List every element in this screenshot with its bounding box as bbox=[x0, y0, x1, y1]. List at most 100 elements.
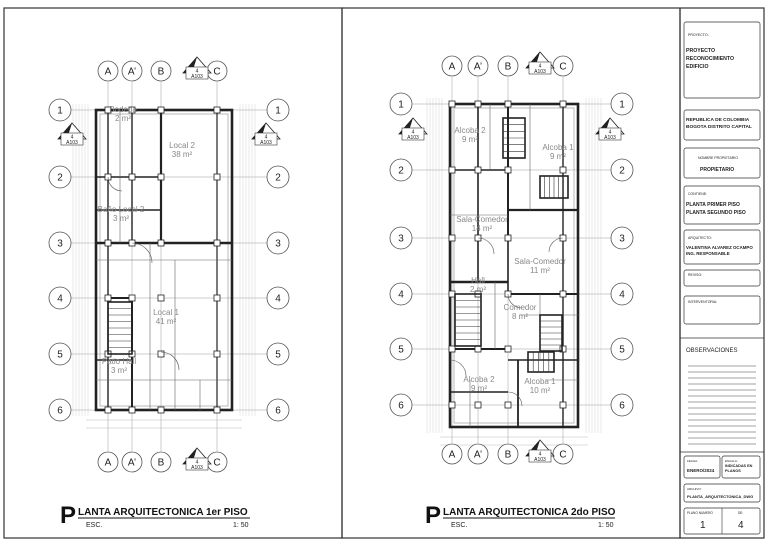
grid-bubble-column: A bbox=[97, 60, 119, 82]
sheet-value: 1 bbox=[700, 520, 706, 531]
grid-bubble-circle bbox=[441, 55, 463, 77]
project-box bbox=[683, 21, 761, 99]
grid-bubble-circle bbox=[121, 60, 143, 82]
content-value: PLANTA PRIMER PISO bbox=[686, 202, 740, 208]
room-area: 14 m² bbox=[472, 224, 493, 233]
structural-column bbox=[448, 234, 456, 242]
grid-bubble-label: 2 bbox=[619, 166, 625, 177]
grid-bubble-label: B bbox=[505, 62, 512, 73]
plan-title-initial: P bbox=[425, 502, 441, 529]
sheet-label: PLANO NUMERO bbox=[687, 511, 713, 515]
room-name: Alcoba 2 bbox=[454, 126, 486, 135]
grid-bubble-column: A bbox=[441, 55, 463, 77]
title-block: PROYECTO:PROYECTORECONOCIMIENTOEDIFICIOR… bbox=[680, 21, 764, 535]
content-box bbox=[683, 185, 761, 225]
structural-column bbox=[474, 401, 482, 409]
grid-bubble-circle bbox=[610, 337, 634, 361]
interventor-label: INTERVENTORIA: bbox=[688, 300, 717, 304]
section-marker-box bbox=[528, 449, 552, 463]
interventor-box bbox=[683, 295, 761, 325]
grid-bubble-label: B bbox=[158, 458, 165, 469]
structural-column bbox=[559, 166, 567, 174]
structural-column bbox=[504, 345, 512, 353]
structural-column bbox=[157, 239, 165, 247]
panel-left-border bbox=[3, 7, 343, 539]
structural-column bbox=[448, 100, 456, 108]
grid-bubble-label: 4 bbox=[57, 294, 63, 305]
grid-bubble-circle bbox=[389, 226, 413, 250]
grid-bubble-row: 1 bbox=[389, 92, 413, 116]
door-swing bbox=[449, 359, 467, 377]
grid-bubble-row: 5 bbox=[389, 337, 413, 361]
room-name: Alcoba 1 bbox=[524, 377, 556, 386]
door-swing bbox=[548, 237, 564, 253]
room-area: 8 m² bbox=[512, 312, 528, 321]
scale-box bbox=[721, 455, 761, 479]
grid-bubble-row: 1 bbox=[610, 92, 634, 116]
grid-bubble-column: A’ bbox=[121, 451, 143, 473]
structural-column bbox=[474, 345, 482, 353]
grid-bubble-label: 6 bbox=[398, 401, 404, 412]
structural-column bbox=[104, 406, 112, 414]
date-label: FECHA: bbox=[687, 459, 698, 463]
scale-value: PLANOS bbox=[725, 469, 741, 473]
architect-label: ARQUITECTO: bbox=[688, 236, 712, 240]
grid-bubble-circle bbox=[497, 55, 519, 77]
section-marker-box bbox=[401, 127, 425, 141]
grid-bubble-row: 2 bbox=[389, 158, 413, 182]
section-marker-box bbox=[60, 132, 84, 146]
grid-bubble-row: 3 bbox=[266, 231, 290, 255]
grid-bubble-circle bbox=[497, 443, 519, 465]
grid-bubble-column: C bbox=[206, 60, 228, 82]
grid-bubble-row: 6 bbox=[389, 393, 413, 417]
section-marker-box bbox=[185, 457, 209, 471]
grid-bubble-label: 4 bbox=[619, 290, 625, 301]
structural-column bbox=[128, 173, 136, 181]
room-area: 2 m² bbox=[115, 114, 131, 123]
review-label: REVISO: bbox=[688, 273, 702, 277]
grid-bubble-circle bbox=[48, 165, 72, 189]
plan-scale-label: ESC. bbox=[86, 522, 102, 529]
structural-column bbox=[157, 173, 165, 181]
plan-title-text: LANTA ARQUITECTONICA 2do PISO bbox=[443, 507, 616, 518]
grid-bubble-label: B bbox=[505, 450, 512, 461]
structural-column bbox=[213, 350, 221, 358]
grid-bubble-label: 2 bbox=[275, 173, 281, 184]
plan-title-text: LANTA ARQUITECTONICA 1er PISO bbox=[78, 507, 248, 518]
grid-bubble-label: 1 bbox=[57, 106, 63, 117]
structural-column bbox=[504, 401, 512, 409]
stair bbox=[454, 293, 482, 347]
grid-bubble-label: 3 bbox=[619, 234, 625, 245]
grid-bubble-row: 4 bbox=[610, 282, 634, 306]
structural-column bbox=[448, 345, 456, 353]
structural-column bbox=[157, 294, 165, 302]
grid-bubble-label: C bbox=[213, 67, 220, 78]
section-marker-number: 4 bbox=[539, 64, 542, 70]
room-area: 38 m² bbox=[172, 150, 193, 159]
stair bbox=[502, 117, 526, 159]
stair bbox=[539, 175, 569, 199]
grid-bubble-label: C bbox=[213, 458, 220, 469]
grid-bubble-label: B bbox=[158, 67, 165, 78]
structural-column bbox=[128, 106, 136, 114]
structural-column bbox=[474, 100, 482, 108]
structural-column bbox=[213, 406, 221, 414]
grid-bubble-column: A bbox=[97, 451, 119, 473]
plan-scale-value: 1: 50 bbox=[233, 522, 249, 529]
stair-outline bbox=[527, 351, 555, 373]
grid-bubble-row: 2 bbox=[266, 165, 290, 189]
room-area: 3 m² bbox=[111, 366, 127, 375]
grid-bubble-circle bbox=[97, 60, 119, 82]
grid-bubble-circle bbox=[48, 342, 72, 366]
grid-bubble-circle bbox=[266, 286, 290, 310]
grid-bubble-label: 6 bbox=[57, 406, 63, 417]
grid-bubble-row: 5 bbox=[610, 337, 634, 361]
structural-column bbox=[559, 401, 567, 409]
structural-column bbox=[504, 166, 512, 174]
structural-column bbox=[474, 166, 482, 174]
grid-bubble-label: 2 bbox=[398, 166, 404, 177]
grid-bubble-row: 6 bbox=[610, 393, 634, 417]
